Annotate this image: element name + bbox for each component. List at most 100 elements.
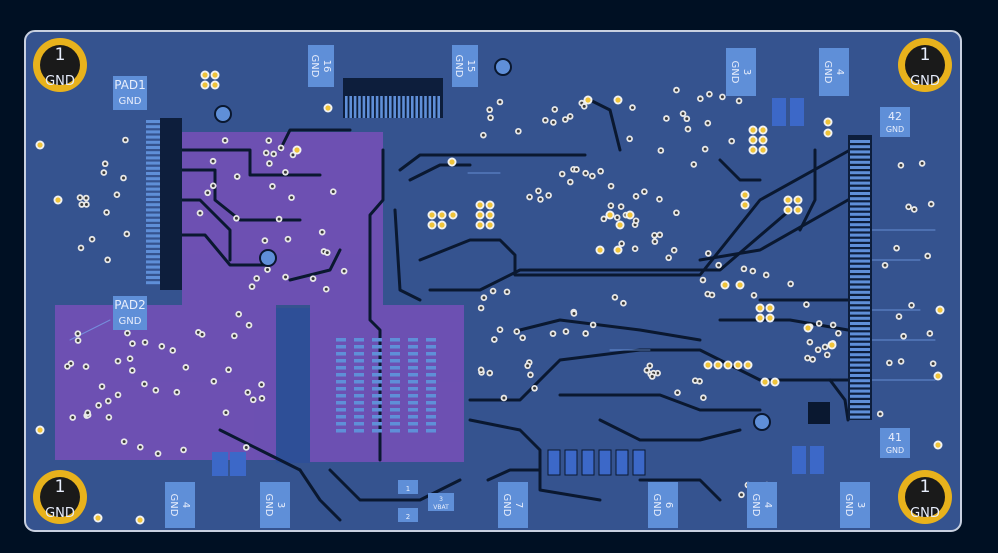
via-drill bbox=[902, 334, 906, 338]
connector-pin bbox=[850, 280, 870, 284]
tht-pad-copper bbox=[55, 197, 61, 203]
ic-pad bbox=[390, 380, 400, 384]
connector-pin bbox=[375, 96, 379, 118]
via-drill bbox=[667, 256, 671, 260]
smd-pad-net: GND bbox=[750, 494, 761, 517]
fiducial-ring bbox=[259, 249, 277, 267]
via-drill bbox=[331, 190, 335, 194]
via-drill bbox=[279, 146, 283, 150]
connector-pin bbox=[406, 96, 410, 118]
tht-pad bbox=[783, 205, 793, 215]
tht-pad-copper bbox=[715, 362, 721, 368]
trace bbox=[558, 393, 762, 412]
zone-lower-center bbox=[310, 305, 464, 462]
test-pad-pad1[interactable]: PAD1 GND bbox=[113, 76, 147, 110]
via bbox=[582, 330, 589, 337]
ic-pad bbox=[598, 449, 612, 476]
trace bbox=[598, 418, 742, 442]
via-drill bbox=[84, 202, 88, 206]
via-drill bbox=[706, 121, 710, 125]
trace bbox=[298, 468, 342, 522]
test-pad-pad2[interactable]: PAD2 GND bbox=[113, 296, 147, 330]
connector-right[interactable] bbox=[848, 135, 872, 420]
via-drill bbox=[234, 216, 238, 220]
connector-pin bbox=[850, 270, 870, 273]
tht-pad bbox=[485, 220, 495, 230]
connector-pin bbox=[850, 145, 870, 149]
connector-pin bbox=[397, 96, 401, 118]
via-drill bbox=[505, 290, 509, 294]
via bbox=[620, 299, 627, 307]
smd-pad-net: GND bbox=[729, 61, 740, 84]
ic-pad-array[interactable] bbox=[212, 98, 830, 476]
connector-pin bbox=[146, 203, 160, 207]
via bbox=[262, 149, 270, 157]
connector-pin bbox=[362, 96, 366, 118]
via-drill bbox=[831, 323, 835, 327]
via-drill bbox=[568, 114, 572, 118]
via bbox=[491, 336, 498, 343]
ic-pad bbox=[372, 352, 382, 356]
tht-pad bbox=[713, 360, 723, 370]
tht-pad-copper bbox=[212, 72, 218, 78]
connector-top[interactable] bbox=[343, 78, 443, 118]
via bbox=[908, 301, 915, 309]
connector-pin bbox=[437, 96, 440, 118]
tht-pad bbox=[740, 200, 750, 210]
via bbox=[531, 384, 538, 392]
ic-pad bbox=[426, 338, 436, 342]
via bbox=[573, 166, 580, 173]
trace bbox=[408, 163, 472, 182]
via-drill bbox=[264, 151, 268, 155]
via-drill bbox=[130, 368, 134, 372]
via bbox=[674, 389, 681, 396]
ic-pad bbox=[372, 415, 382, 419]
via-drill bbox=[710, 293, 714, 297]
via-drill bbox=[657, 197, 661, 201]
connector-pin bbox=[850, 176, 870, 180]
connector-left[interactable] bbox=[146, 118, 182, 290]
tht-pad bbox=[933, 440, 943, 450]
via bbox=[74, 337, 82, 344]
tht-pad-copper bbox=[767, 305, 773, 311]
via bbox=[496, 326, 504, 333]
ic-pad bbox=[408, 352, 418, 356]
via bbox=[265, 137, 273, 144]
via bbox=[141, 380, 148, 388]
via-drill bbox=[692, 162, 696, 166]
ic-pad bbox=[408, 401, 418, 405]
fiducial-pad bbox=[259, 249, 277, 267]
via-drill bbox=[613, 295, 617, 299]
ic-pad bbox=[336, 352, 346, 356]
via bbox=[582, 169, 589, 177]
ic-pad bbox=[426, 394, 436, 398]
via-drill bbox=[899, 163, 903, 167]
via bbox=[537, 196, 544, 203]
via bbox=[221, 137, 229, 144]
blue-copper-block bbox=[276, 308, 310, 463]
small-label-2: 2 bbox=[398, 508, 418, 522]
ic-pad bbox=[547, 449, 561, 476]
via bbox=[266, 160, 273, 167]
connector-pin bbox=[146, 161, 160, 165]
ic-pad bbox=[426, 345, 436, 349]
